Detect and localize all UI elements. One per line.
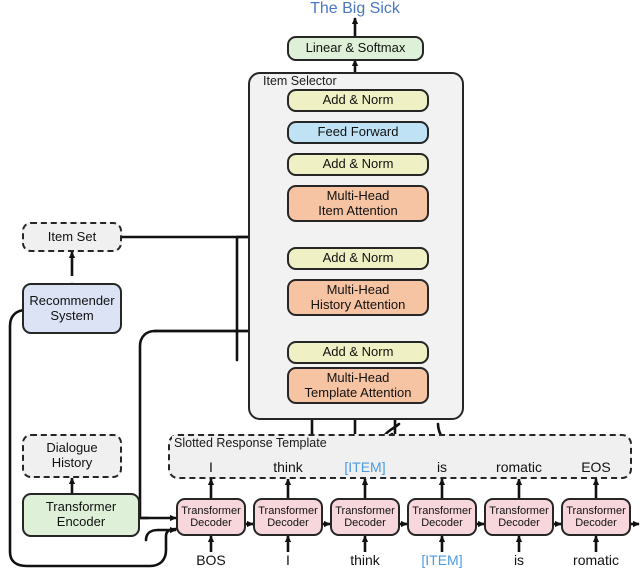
linear-softmax-label: Linear & Softmax	[305, 40, 406, 56]
recommender-system-block: Recommender System	[22, 283, 122, 334]
dialogue-line2: History	[51, 455, 93, 470]
decoder-5-line2: Decoder	[575, 517, 617, 529]
decoder-3-line1: Transformer	[412, 504, 472, 517]
decoder-1-line1: Transformer	[258, 504, 318, 517]
decoder-input-4: is	[513, 552, 525, 568]
template-token-1: think	[273, 459, 303, 475]
history-attention-block: Multi-Head History Attention	[287, 279, 429, 316]
decoder-0-line2: Decoder	[190, 517, 232, 529]
decoder-3-line2: Decoder	[421, 517, 463, 529]
feed-forward-label: Feed Forward	[317, 124, 399, 140]
template-attention-block: Multi-Head Template Attention	[287, 367, 429, 404]
decoder-input-1: I	[286, 552, 290, 568]
decoder-2-line1: Transformer	[335, 504, 395, 517]
template-attention-line2: Template Attention	[304, 384, 412, 400]
add-norm-label-2: Add & Norm	[322, 156, 394, 172]
item-set-block: Item Set	[22, 222, 122, 252]
decoder-input-0: BOS	[196, 552, 226, 568]
add-norm-block-1: Add & Norm	[287, 247, 429, 270]
template-token-2: [ITEM]	[344, 459, 386, 475]
encoder-line2: Encoder	[56, 514, 106, 529]
decoder-4-line1: Transformer	[489, 504, 549, 517]
decoder-2-line2: Decoder	[344, 517, 386, 529]
feed-forward-block: Feed Forward	[287, 121, 429, 144]
transformer-decoder-5: Transformer Decoder	[561, 498, 631, 536]
template-token-4: romatic	[496, 459, 542, 475]
transformer-decoder-1: Transformer Decoder	[253, 498, 323, 536]
transformer-decoder-0: Transformer Decoder	[176, 498, 246, 536]
item-attention-block: Multi-Head Item Attention	[287, 185, 429, 222]
history-attention-line2: History Attention	[310, 296, 406, 312]
item-set-label: Item Set	[47, 228, 97, 244]
add-norm-label-1: Add & Norm	[322, 250, 394, 266]
add-norm-block-0: Add & Norm	[287, 341, 429, 364]
template-token-5: EOS	[581, 459, 611, 475]
recommender-line2: System	[50, 307, 94, 323]
slotted-template-label: Slotted Response Template	[172, 436, 329, 450]
decoder-input-5: romatic	[573, 552, 619, 568]
template-attention-line1: Multi-Head	[326, 369, 390, 385]
dialogue-line1: Dialogue	[46, 440, 98, 456]
add-norm-label-3: Add & Norm	[322, 92, 394, 108]
template-token-0: I	[209, 459, 213, 475]
add-norm-block-3: Add & Norm	[287, 89, 429, 112]
transformer-decoder-2: Transformer Decoder	[330, 498, 400, 536]
item-attention-line1: Multi-Head	[326, 187, 390, 203]
item-attention-line2: Item Attention	[318, 202, 398, 218]
transformer-decoder-3: Transformer Decoder	[407, 498, 477, 536]
history-attention-line1: Multi-Head	[326, 281, 390, 297]
item-selector-label: Item Selector	[260, 74, 340, 88]
transformer-encoder-block: Transformer Encoder	[22, 493, 140, 537]
transformer-decoder-4: Transformer Decoder	[484, 498, 554, 536]
add-norm-label-0: Add & Norm	[322, 344, 394, 360]
linear-softmax-block: Linear & Softmax	[287, 36, 424, 61]
recommender-line1: Recommender	[29, 292, 115, 308]
add-norm-block-2: Add & Norm	[287, 153, 429, 176]
encoder-line1: Transformer	[45, 499, 117, 515]
output-token: The Big Sick	[310, 0, 400, 17]
decoder-5-line1: Transformer	[566, 504, 626, 517]
decoder-0-line1: Transformer	[181, 504, 241, 517]
decoder-input-3: [ITEM]	[421, 552, 463, 568]
decoder-1-line2: Decoder	[267, 517, 309, 529]
decoder-input-2: think	[350, 552, 380, 568]
decoder-4-line2: Decoder	[498, 517, 540, 529]
dialogue-history-block: Dialogue History	[22, 434, 122, 478]
template-token-3: is	[436, 459, 448, 475]
